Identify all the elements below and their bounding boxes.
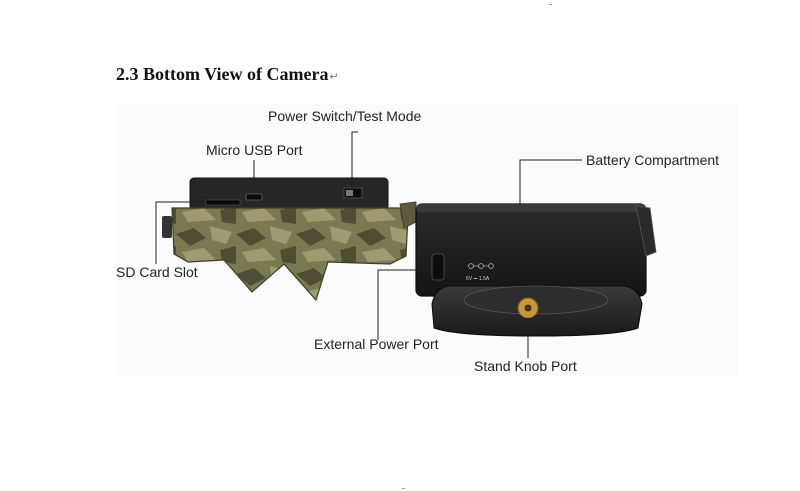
camera-illustration: 6V ⎓ 1.5A — [155, 131, 657, 358]
callout-power-switch: Power Switch/Test Mode — [268, 108, 422, 124]
section-heading: 2.3 Bottom View of Camera↵ — [116, 64, 339, 85]
camo-housing — [171, 207, 409, 302]
bottom-page-mark — [402, 488, 405, 489]
callout-external-power: External Power Port — [314, 336, 439, 352]
callout-micro-usb: Micro USB Port — [206, 142, 303, 158]
callout-battery: Battery Compartment — [586, 152, 720, 168]
camera-bottom-view-figure: 6V ⎓ 1.5A Power Switch/Test Mode Micro U… — [116, 104, 738, 376]
return-mark: ↵ — [329, 71, 339, 83]
callout-stand-knob: Stand Knob Port — [474, 358, 577, 374]
section-title: 2.3 Bottom View of Camera — [116, 64, 329, 84]
power-rating-text: 6V ⎓ 1.5A — [466, 276, 490, 282]
battery-compartment — [415, 203, 647, 297]
top-page-mark — [549, 4, 552, 5]
sd-card-slot — [205, 199, 241, 206]
external-power-port — [431, 253, 445, 281]
micro-usb-port — [245, 193, 263, 201]
callout-sd-card: SD Card Slot — [116, 264, 198, 280]
